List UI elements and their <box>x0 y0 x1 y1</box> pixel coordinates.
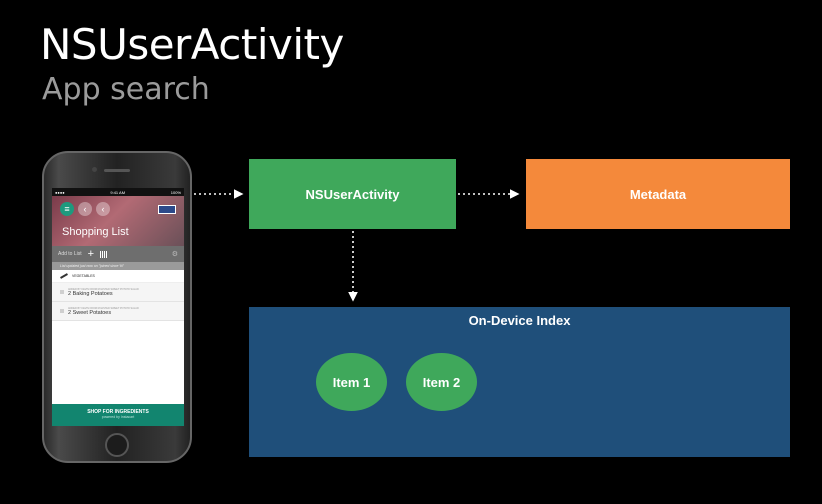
phone-screen: ●●●● 9:41 AM 100% ≡ ‹ ‹ Shopping List Ad… <box>52 188 184 426</box>
on-device-index-box: On-Device Index Item 1 Item 2 <box>249 307 790 457</box>
section-header: VEGETABLES <box>52 270 184 283</box>
index-item-1: Item 1 <box>316 353 387 411</box>
index-item-2: Item 2 <box>406 353 477 411</box>
nsuseractivity-label: NSUserActivity <box>305 186 400 202</box>
shop-button-label: SHOP FOR INGREDIENTS <box>87 409 149 415</box>
index-label: On-Device Index <box>468 313 571 328</box>
menu-icon[interactable]: ≡ <box>60 202 74 216</box>
brand-badge <box>158 205 176 214</box>
shop-button-sub: powered by Instacart <box>101 415 135 419</box>
metadata-label: Metadata <box>629 186 687 202</box>
app-header: ≡ ‹ ‹ Shopping List <box>52 196 184 246</box>
gear-icon[interactable]: ⚙ <box>171 251 178 258</box>
back-arrow-icon[interactable]: ‹ <box>78 202 92 216</box>
add-to-list-input[interactable]: Add to List <box>58 251 82 257</box>
item-note: ADDED BY KEVIN FROM ROASTED SWEET POTATO… <box>68 287 139 291</box>
status-battery: 100% <box>170 189 181 195</box>
metadata-box: Metadata <box>526 159 790 229</box>
status-time: 9:41 AM <box>110 189 126 195</box>
item-name: 2 Baking Potatoes <box>68 290 113 297</box>
iphone-mockup: ●●●● 9:41 AM 100% ≡ ‹ ‹ Shopping List Ad… <box>42 151 192 463</box>
knife-icon <box>60 273 68 279</box>
item-note: ADDED BY KEVIN FROM ROASTED SWEET POTATO… <box>68 306 139 310</box>
slide-subtitle: App search <box>42 72 210 107</box>
barcode-icon[interactable] <box>100 250 108 258</box>
list-item[interactable]: ADDED BY KEVIN FROM ROASTED SWEET POTATO… <box>52 302 184 321</box>
list-toolbar: Add to List + ⚙ <box>52 246 184 262</box>
shop-for-ingredients-button[interactable]: SHOP FOR INGREDIENTS powered by Instacar… <box>52 404 184 426</box>
header-icons: ≡ ‹ ‹ <box>60 202 110 216</box>
share-icon[interactable]: ‹ <box>96 202 110 216</box>
app-title: Shopping List <box>62 226 129 238</box>
updated-line: List updated just now on "joined since '… <box>52 262 184 270</box>
phone-camera <box>92 167 97 172</box>
checkbox[interactable] <box>60 290 64 294</box>
signal-icon: ●●●● <box>55 189 65 195</box>
phone-speaker <box>104 169 130 172</box>
slide-title: NSUserActivity <box>40 20 344 69</box>
item-name: 2 Sweet Potatoes <box>68 309 112 316</box>
home-button <box>105 433 129 457</box>
nsuseractivity-box: NSUserActivity <box>249 159 456 229</box>
section-label: VEGETABLES <box>72 274 95 278</box>
checkbox[interactable] <box>60 309 64 313</box>
status-bar: ●●●● 9:41 AM 100% <box>52 188 184 196</box>
list-item[interactable]: ADDED BY KEVIN FROM ROASTED SWEET POTATO… <box>52 283 184 302</box>
plus-icon[interactable]: + <box>87 248 95 260</box>
